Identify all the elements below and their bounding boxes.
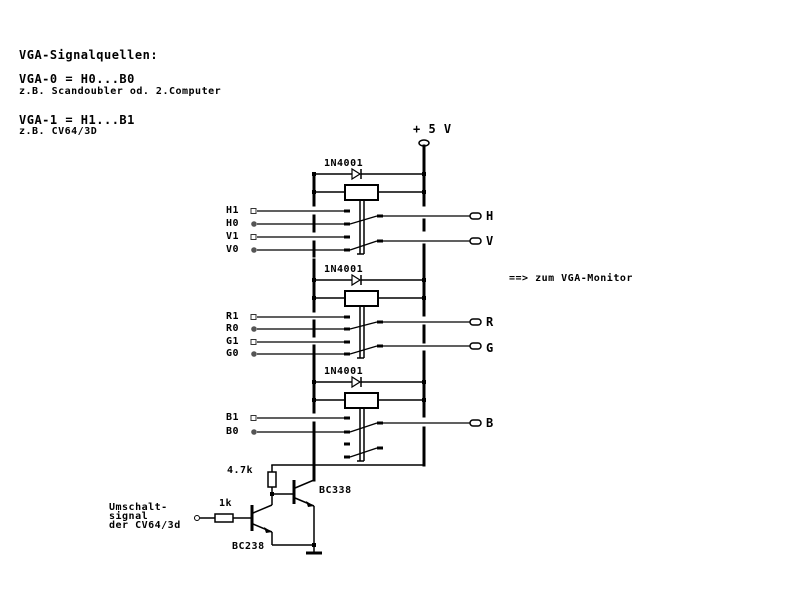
relay-contact (344, 235, 350, 239)
input-label-h0: H0 (226, 218, 240, 229)
monitor-note: ==> zum VGA-Monitor (509, 273, 633, 284)
transistor-input-label: BC238 (232, 541, 265, 552)
switch-contact (377, 421, 383, 425)
output-terminal (469, 342, 482, 350)
diode-icon (351, 167, 362, 181)
output-label-h: H (486, 209, 494, 223)
input-signal-label-1: Umschalt- (109, 502, 168, 513)
input-terminal-square (250, 314, 257, 320)
junction-dot (312, 190, 316, 194)
relay-contact (344, 222, 350, 226)
resistor-4k7 (267, 471, 277, 488)
input-terminal-square (250, 208, 257, 214)
junction-dot (312, 172, 316, 176)
input-label-v1: V1 (226, 231, 240, 242)
relay-contact (344, 416, 350, 420)
input-label-g0: G0 (226, 348, 240, 359)
relay-contact (344, 209, 350, 213)
input-terminal-round (251, 247, 257, 253)
switch-arm (349, 422, 378, 433)
switch-contact (377, 239, 383, 243)
switch-contact (377, 344, 383, 348)
switch-arm (349, 321, 378, 330)
input-signal-label-2: signal (109, 511, 149, 522)
bc338-collector (294, 479, 315, 489)
input-terminal-round (251, 326, 257, 332)
input-label-g1: G1 (226, 336, 240, 347)
resistor-base-label: 1k (219, 498, 233, 509)
vga0-definition: VGA-0 = H0...B0 (19, 72, 135, 86)
vga0-example: z.B. Scandoubler od. 2.Computer (19, 86, 222, 97)
output-terminal (469, 419, 482, 427)
diode-icon (351, 375, 362, 389)
junction-dot (422, 380, 426, 384)
junction-dot (422, 398, 426, 402)
notes-title: VGA-Signalquellen: (19, 48, 159, 62)
relay-contact (344, 352, 350, 356)
resistor-1k (214, 513, 234, 523)
switch-contact (377, 320, 383, 324)
relay-contact (344, 315, 350, 319)
vga1-example: z.B. CV64/3D (19, 126, 98, 137)
input-terminal-square (250, 234, 257, 240)
output-label-v: V (486, 234, 494, 248)
relay-contact (344, 340, 350, 344)
input-terminal-round (251, 429, 257, 435)
switch-arm (349, 447, 378, 458)
relay-contact (344, 430, 350, 434)
relay1-diode-label: 1N4001 (324, 158, 364, 169)
relay-contact (344, 455, 350, 459)
vga1-definition: VGA-1 = H1...B1 (19, 113, 135, 127)
input-label-r1: R1 (226, 311, 240, 322)
input-label-h1: H1 (226, 205, 240, 216)
relay-contact (344, 327, 350, 331)
supply-label: + 5 V (413, 122, 452, 136)
relay-coil (344, 392, 379, 409)
relay-contact (344, 248, 350, 252)
input-label-b0: B0 (226, 426, 240, 437)
relay2-diode-label: 1N4001 (324, 264, 364, 275)
switch-arm (349, 215, 378, 225)
input-signal-terminal (194, 515, 200, 521)
relay3-diode-label: 1N4001 (324, 366, 364, 377)
relay-coil (344, 290, 379, 307)
junction-dot (312, 278, 316, 282)
output-label-g: G (486, 341, 494, 355)
relay-contact (344, 442, 350, 446)
junction-dot (422, 278, 426, 282)
transistor-output-label: BC338 (319, 485, 352, 496)
diode-icon (351, 273, 362, 287)
output-terminal (469, 212, 482, 220)
bc238-collector (252, 504, 273, 514)
junction-dot (422, 296, 426, 300)
output-label-b: B (486, 416, 494, 430)
output-terminal (469, 237, 482, 245)
junction-dot (312, 296, 316, 300)
resistor-collector-label: 4.7k (227, 465, 254, 476)
input-terminal-square (250, 415, 257, 421)
switch-arm (349, 345, 378, 355)
junction-dot (312, 398, 316, 402)
switch-contact (377, 214, 383, 218)
switch-arm (349, 240, 378, 251)
input-terminal-round (251, 351, 257, 357)
junction-dot (312, 380, 316, 384)
input-label-v0: V0 (226, 244, 240, 255)
input-label-r0: R0 (226, 323, 240, 334)
output-terminal (469, 318, 482, 326)
input-label-b1: B1 (226, 412, 240, 423)
junction-dot (422, 172, 426, 176)
output-label-r: R (486, 315, 494, 329)
input-terminal-round (251, 221, 257, 227)
switch-contact (377, 446, 383, 450)
relay-coil (344, 184, 379, 201)
input-signal-label-3: der CV64/3d (109, 520, 181, 531)
junction-dot (422, 190, 426, 194)
input-terminal-square (250, 339, 257, 345)
